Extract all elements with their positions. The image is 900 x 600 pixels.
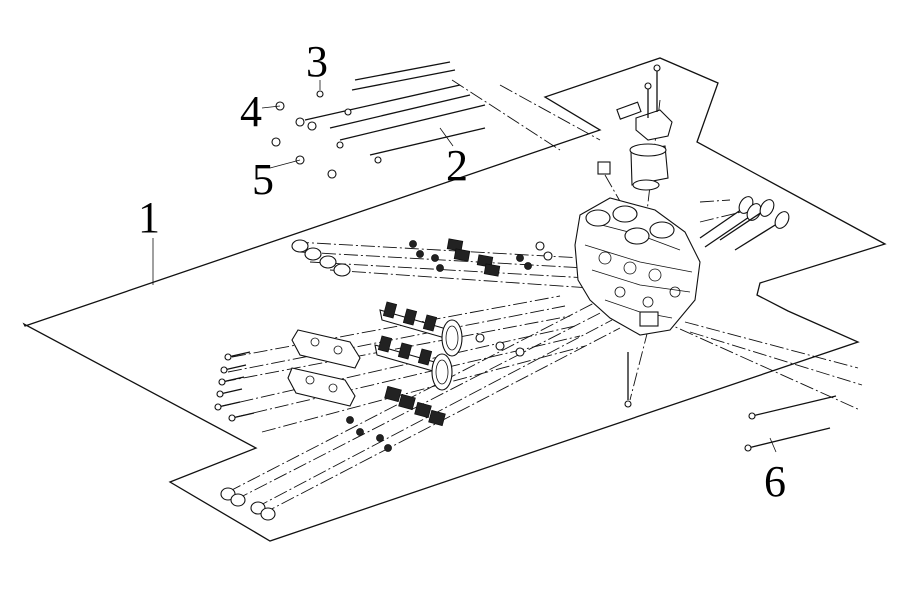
valves-lower-left xyxy=(220,487,276,521)
callout-3: 3 xyxy=(306,37,328,86)
valve-springs-upper xyxy=(409,238,553,277)
callout-5: 5 xyxy=(252,155,274,204)
studs-top xyxy=(271,61,486,179)
valve-springs-lower xyxy=(346,333,525,452)
bolts-six xyxy=(624,352,837,452)
camshaft-holders xyxy=(287,329,361,407)
callout-1: 1 xyxy=(138,193,160,242)
callout-leaders xyxy=(152,80,777,453)
callout-6: 6 xyxy=(764,457,786,506)
valves-left xyxy=(291,239,351,277)
thermostat-housing xyxy=(597,64,673,191)
callout-4: 4 xyxy=(240,87,262,136)
reference-lines xyxy=(217,79,863,515)
camshafts xyxy=(374,301,463,391)
valves-right xyxy=(699,196,790,251)
holder-bolts xyxy=(214,351,255,422)
cylinder-head xyxy=(574,197,701,336)
callout-2: 2 xyxy=(446,141,468,190)
assembly-boundary xyxy=(22,57,887,542)
